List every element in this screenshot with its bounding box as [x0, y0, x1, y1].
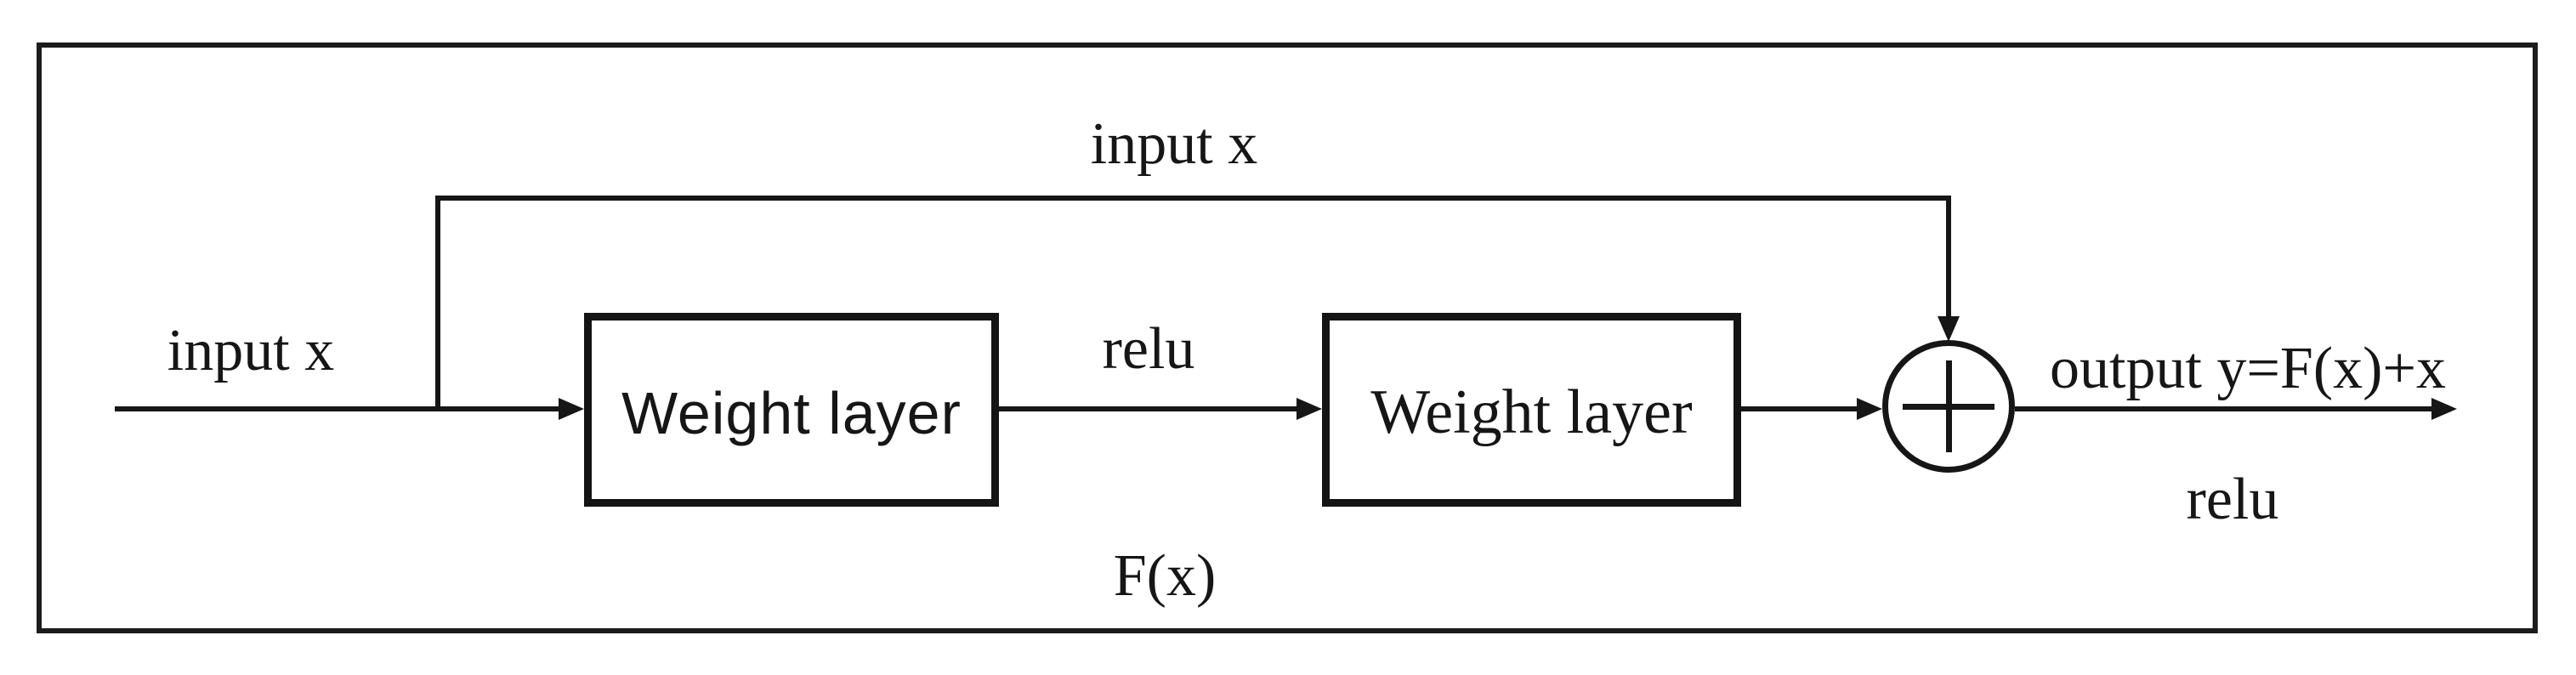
skip-drop-line [1946, 196, 1951, 318]
sum-input-line [1741, 406, 1857, 411]
output-arrow-line [2015, 406, 2431, 411]
arrowhead-right-icon [1297, 398, 1322, 420]
residual-function-label: F(x) [1113, 543, 1217, 609]
weight-layer-2-label: Weight layer [1370, 377, 1693, 447]
plus-icon [1946, 360, 1952, 452]
relu-arrow-line [999, 406, 1297, 411]
input-flow-line [115, 406, 559, 411]
weight-layer-1-box: Weight layer [584, 313, 999, 507]
arrowhead-right-icon [559, 398, 584, 420]
outer-frame [37, 43, 2538, 633]
output-label: output y=F(x)+x [2050, 336, 2446, 401]
arrowhead-right-icon [2431, 398, 2457, 420]
relu-mid-label: relu [1102, 316, 1195, 382]
arrowhead-right-icon [1857, 398, 1882, 420]
arrowhead-down-icon [1938, 316, 1960, 342]
skip-connection-top-line [435, 196, 1951, 201]
skip-branch-line [435, 196, 440, 411]
relu-out-label: relu [2186, 467, 2279, 532]
weight-layer-1-label: Weight layer [621, 380, 962, 446]
skip-input-label: input x [1090, 111, 1258, 177]
input-label: input x [167, 318, 335, 383]
weight-layer-2-box: Weight layer [1322, 313, 1741, 507]
